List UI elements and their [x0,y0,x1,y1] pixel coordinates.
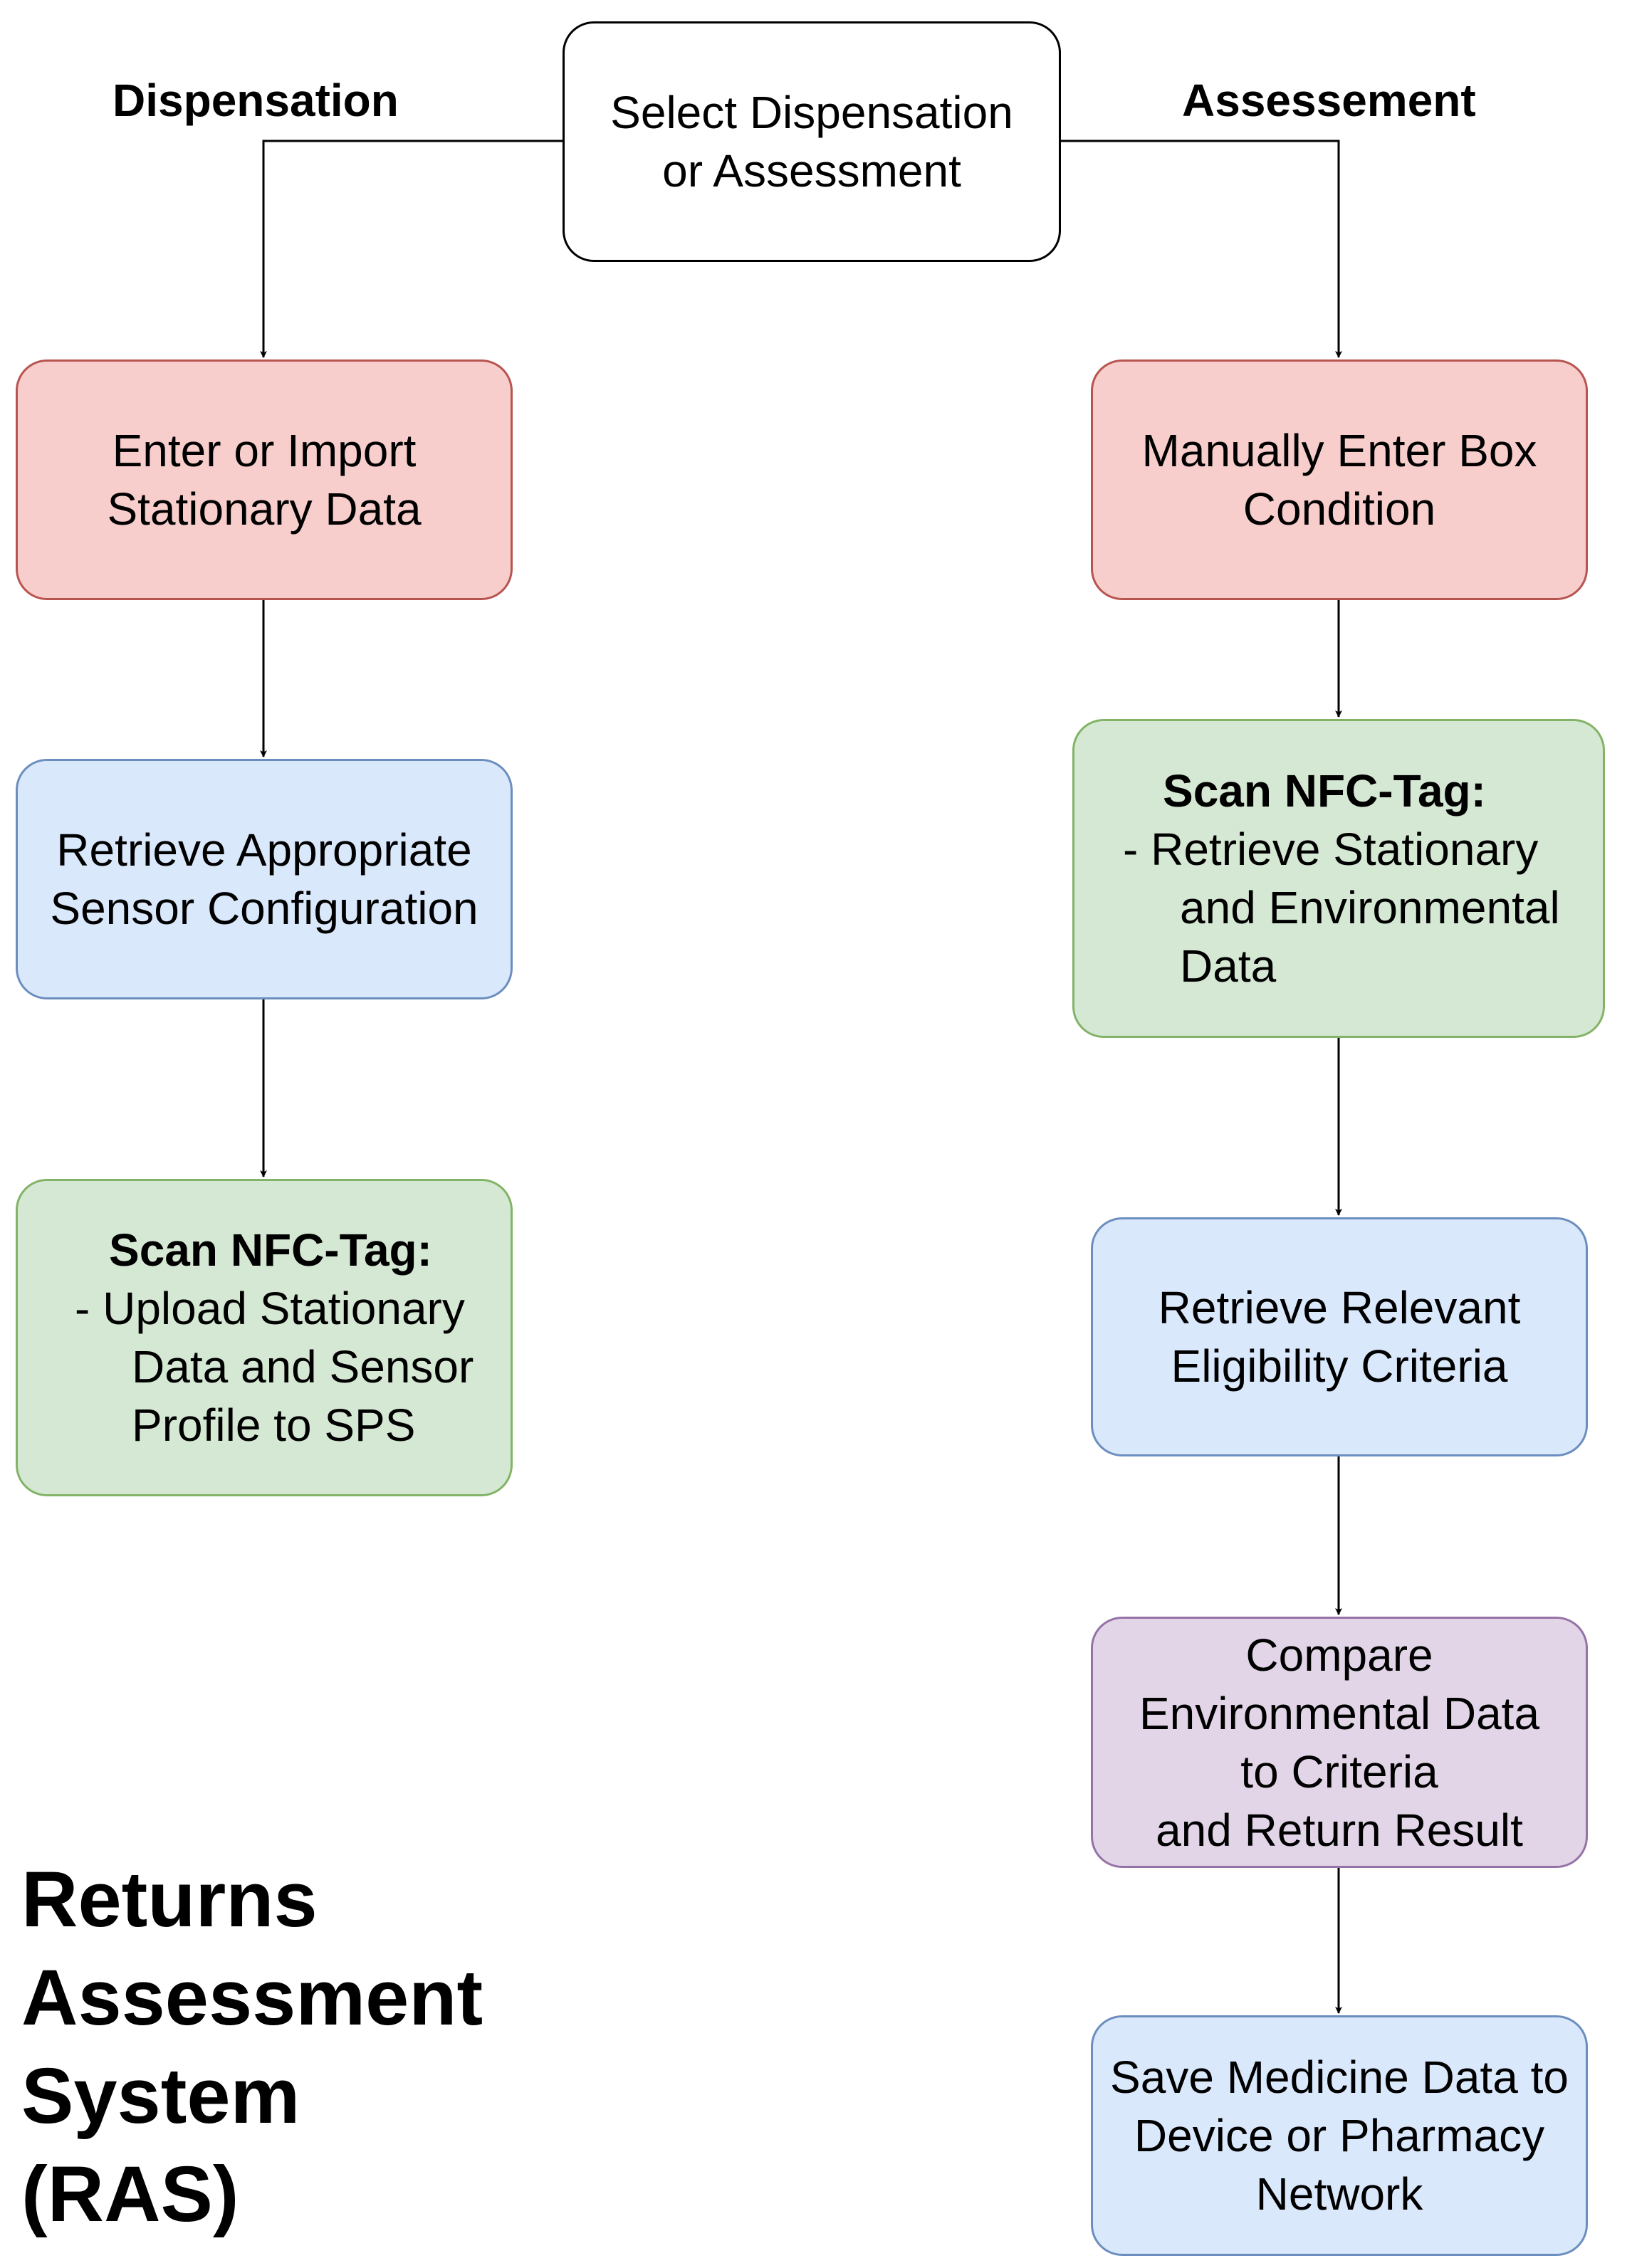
node-line: Environmental Data [1139,1687,1540,1739]
assessment-scan-nfc-node: Scan NFC-Tag: - Retrieve Stationary and … [1072,719,1605,1038]
retrieve-sensor-config-node: Retrieve Appropriate Sensor Configuratio… [16,759,513,999]
node-line: Sensor Configuration [50,883,478,934]
node-line: - Upload Stationary [75,1283,465,1334]
compare-criteria-node: Compare Environmental Data to Criteria a… [1091,1617,1588,1868]
node-line: and Return Result [1156,1804,1523,1856]
node-line: Profile to SPS [132,1400,416,1451]
dispensation-branch-label: Dispensation [113,75,399,126]
node-line: Retrieve Appropriate [56,824,472,876]
node-line: Compare [1245,1629,1433,1681]
node-line: - Retrieve Stationary [1123,824,1539,875]
node-line: and Environmental [1180,882,1560,933]
node-line: Eligibility Criteria [1171,1340,1508,1392]
scan-heading: Scan NFC-Tag: [109,1224,432,1276]
node-line: Save Medicine Data to [1110,2052,1569,2103]
edge-start-to-enter-condition [1061,140,1342,358]
dispensation-scan-nfc-node: Scan NFC-Tag: - Upload Stationary Data a… [16,1179,513,1496]
save-medicine-data-node: Save Medicine Data to Device or Pharmacy… [1091,2015,1588,2256]
start-node: Select Dispensation or Assessment [563,21,1061,262]
node-line: Device or Pharmacy [1134,2110,1545,2161]
scan-heading: Scan NFC-Tag: [1163,765,1486,817]
system-title-line: Assessment [21,1954,483,2042]
node-line: Retrieve Relevant [1158,1282,1521,1333]
edge-start-to-enter-data [260,140,563,358]
system-title: Returns Assessment System (RAS) [21,1851,483,2244]
node-line: Stationary Data [107,483,422,535]
start-node-line: or Assessment [662,145,961,196]
system-title-line: Returns [21,1856,318,1943]
node-line: Data and Sensor [132,1341,474,1392]
retrieve-eligibility-criteria-node: Retrieve Relevant Eligibility Criteria [1091,1217,1588,1456]
assessment-branch-label: Assessement [1182,75,1476,126]
system-title-line: System [21,2052,300,2140]
node-line: Network [1255,2168,1423,2220]
start-node-line: Select Dispensation [610,87,1013,138]
node-line: to Criteria [1240,1745,1438,1797]
system-title-line: (RAS) [21,2151,239,2238]
node-line: Manually Enter Box [1141,425,1537,476]
node-line: Enter or Import [112,425,417,476]
enter-stationary-data-node: Enter or Import Stationary Data [16,359,513,600]
enter-box-condition-node: Manually Enter Box Condition [1091,359,1588,600]
node-line: Data [1180,940,1277,992]
node-line: Condition [1243,483,1436,535]
